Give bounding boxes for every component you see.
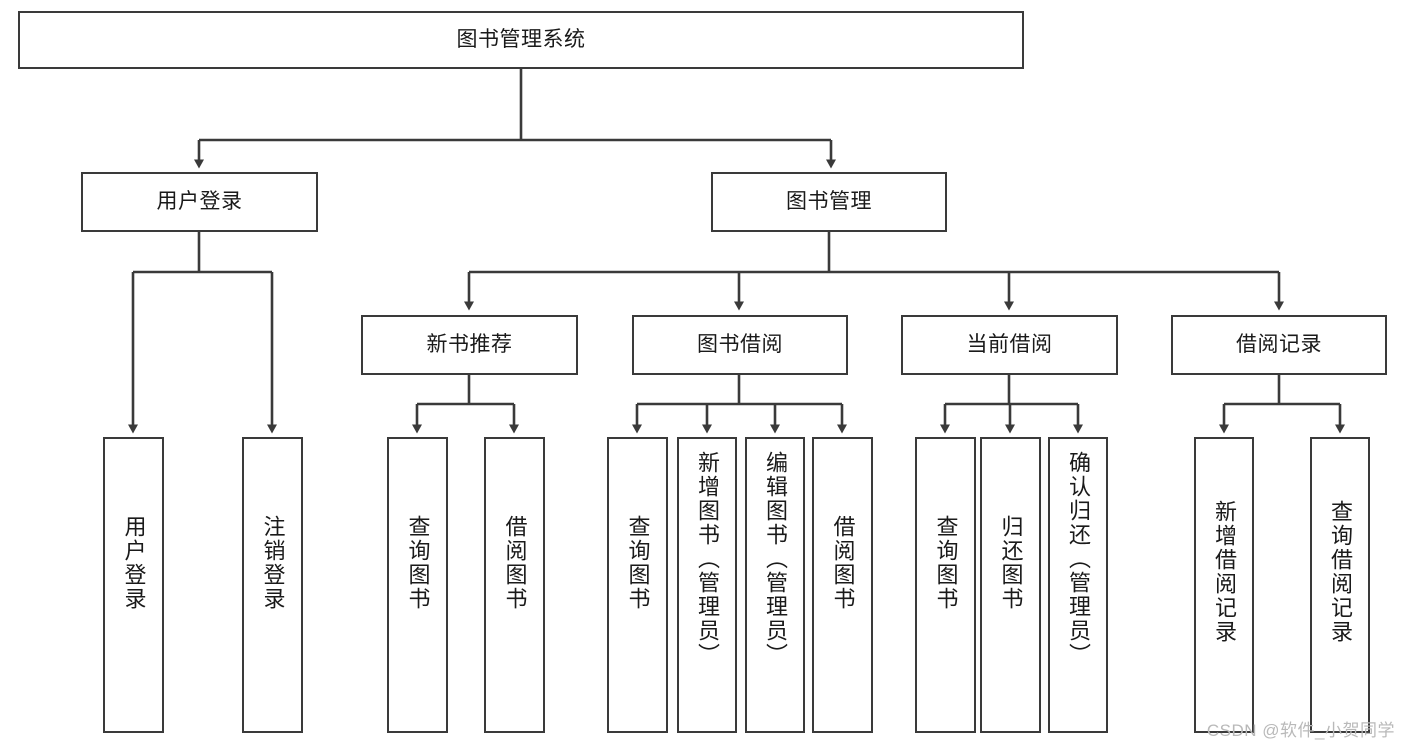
node-borrow-record-label: 借阅记录 xyxy=(1236,332,1322,356)
node-leaf-user-login[interactable]: 用户登录 xyxy=(103,437,164,733)
node-borrow-record[interactable]: 借阅记录 xyxy=(1171,315,1387,375)
node-leaf-borrow-book-2[interactable]: 借阅图书 xyxy=(812,437,873,733)
node-root-label: 图书管理系统 xyxy=(456,27,586,51)
node-leaf-confirm-return[interactable]: 确认归还（管理员） xyxy=(1048,437,1108,733)
node-root[interactable]: 图书管理系统 xyxy=(18,11,1024,69)
node-leaf-logout-label: 注销登录 xyxy=(260,515,286,611)
node-current-borrow-label: 当前借阅 xyxy=(966,332,1053,356)
node-leaf-add-book[interactable]: 新增图书（管理员） xyxy=(677,437,737,733)
node-leaf-add-record[interactable]: 新增借阅记录 xyxy=(1194,437,1254,733)
node-leaf-query-book-1[interactable]: 查询图书 xyxy=(387,437,448,733)
node-leaf-add-record-label: 新增借阅记录 xyxy=(1212,500,1237,644)
node-leaf-borrow-book-1[interactable]: 借阅图书 xyxy=(484,437,545,733)
node-leaf-query-record-label: 查询借阅记录 xyxy=(1328,500,1353,644)
node-leaf-edit-book[interactable]: 编辑图书（管理员） xyxy=(745,437,805,733)
node-new-book-recommend-label: 新书推荐 xyxy=(426,332,513,356)
node-leaf-return-book-label: 归还图书 xyxy=(998,515,1024,611)
node-book-manage-label: 图书管理 xyxy=(786,189,872,213)
node-book-borrow-label: 图书借阅 xyxy=(697,332,783,356)
node-leaf-confirm-return-label: 确认归还（管理员） xyxy=(1066,451,1091,667)
node-leaf-user-login-label: 用户登录 xyxy=(121,515,147,611)
node-new-book-recommend[interactable]: 新书推荐 xyxy=(361,315,578,375)
node-user-login-label: 用户登录 xyxy=(156,189,243,213)
csdn-watermark: CSDN @软件_小贺同学 xyxy=(1206,721,1395,740)
node-leaf-logout[interactable]: 注销登录 xyxy=(242,437,303,733)
node-leaf-query-book-2-label: 查询图书 xyxy=(625,515,651,611)
node-leaf-add-book-label: 新增图书（管理员） xyxy=(695,451,720,667)
node-leaf-return-book[interactable]: 归还图书 xyxy=(980,437,1041,733)
node-leaf-query-record[interactable]: 查询借阅记录 xyxy=(1310,437,1370,733)
node-leaf-query-book-3[interactable]: 查询图书 xyxy=(915,437,976,733)
node-leaf-query-book-1-label: 查询图书 xyxy=(405,515,431,611)
node-leaf-query-book-3-label: 查询图书 xyxy=(933,515,959,611)
node-leaf-borrow-book-2-label: 借阅图书 xyxy=(830,515,856,611)
node-leaf-edit-book-label: 编辑图书（管理员） xyxy=(763,451,788,667)
node-book-borrow[interactable]: 图书借阅 xyxy=(632,315,848,375)
node-book-manage[interactable]: 图书管理 xyxy=(711,172,947,232)
node-leaf-query-book-2[interactable]: 查询图书 xyxy=(607,437,668,733)
node-user-login[interactable]: 用户登录 xyxy=(81,172,318,232)
node-current-borrow[interactable]: 当前借阅 xyxy=(901,315,1118,375)
node-leaf-borrow-book-1-label: 借阅图书 xyxy=(502,515,528,611)
